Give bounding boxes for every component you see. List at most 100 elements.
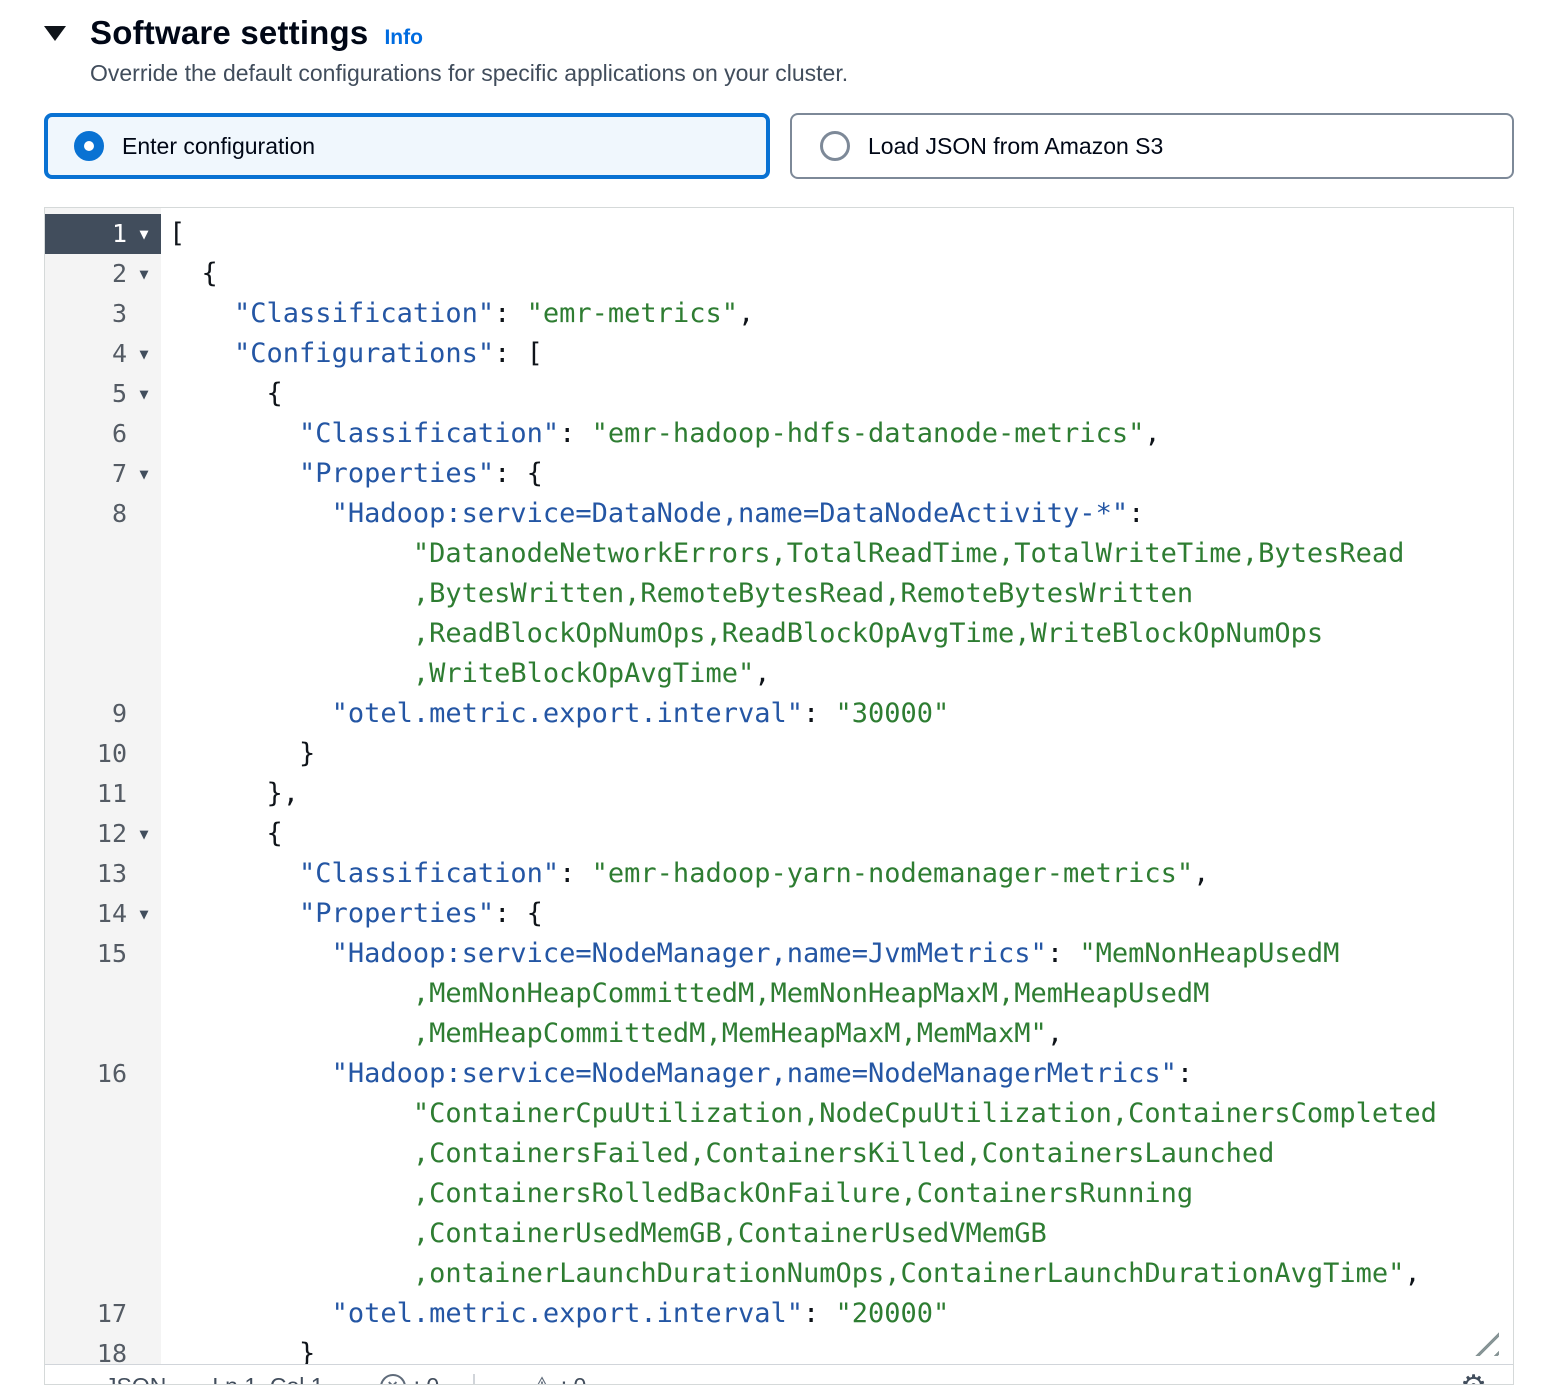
code-line[interactable]: "DatanodeNetworkErrors,TotalReadTime,Tot… <box>45 534 1513 574</box>
code-line[interactable]: 13 "Classification": "emr-hadoop-yarn-no… <box>45 854 1513 894</box>
code-text[interactable]: "Classification": "emr-metrics", <box>234 298 755 329</box>
statusbar-divider <box>473 1373 476 1384</box>
radio-unchecked-icon[interactable] <box>820 131 850 161</box>
gutter-cell: 11 <box>45 774 161 814</box>
fold-arrow-icon[interactable]: ▼ <box>139 225 149 243</box>
tile-enter-configuration[interactable]: Enter configuration <box>44 113 770 179</box>
code-text[interactable]: { <box>169 378 283 409</box>
code-text[interactable]: ,ContainersFailed,ContainersKilled,Conta… <box>412 1138 1275 1169</box>
code-line[interactable]: ,ContainersFailed,ContainersKilled,Conta… <box>45 1134 1513 1174</box>
code-text[interactable]: "Properties": { <box>299 898 543 929</box>
code-line[interactable]: ,ContainersRolledBackOnFailure,Container… <box>45 1174 1513 1214</box>
code-line[interactable]: ,BytesWritten,RemoteBytesRead,RemoteByte… <box>45 574 1513 614</box>
fold-arrow-icon[interactable]: ▼ <box>139 265 149 283</box>
code-text[interactable]: ,MemHeapCommittedM,MemHeapMaxM,MemMaxM", <box>412 1018 1064 1049</box>
code-text[interactable]: "ContainerCpuUtilization,NodeCpuUtilizat… <box>412 1098 1437 1129</box>
code-line[interactable]: ,MemNonHeapCommittedM,MemNonHeapMaxM,Mem… <box>45 974 1513 1014</box>
code-line[interactable]: 7▼ "Properties": { <box>45 454 1513 494</box>
tile-load-json-s3[interactable]: Load JSON from Amazon S3 <box>790 113 1514 179</box>
code-text[interactable]: { <box>169 258 218 289</box>
code-text[interactable]: "otel.metric.export.interval": "30000" <box>331 698 950 729</box>
line-number: 6 <box>111 419 127 448</box>
line-number <box>45 614 127 654</box>
code-line[interactable]: 12▼ { <box>45 814 1513 854</box>
code-text[interactable]: } <box>169 738 316 769</box>
code-line[interactable]: 4▼ "Configurations": [ <box>45 334 1513 374</box>
radio-checked-icon[interactable] <box>74 131 104 161</box>
gutter-cell: 7▼ <box>45 454 161 494</box>
fold-arrow-icon <box>127 1134 161 1174</box>
fold-arrow-icon <box>127 1174 161 1214</box>
gutter-cell <box>45 614 161 654</box>
fold-arrow-icon <box>127 1014 161 1054</box>
line-number: 11 <box>96 779 127 808</box>
fold-arrow-icon <box>127 494 161 534</box>
fold-arrow-icon[interactable]: ▼ <box>139 465 149 483</box>
gutter-cell: 2▼ <box>45 254 161 294</box>
editor-statusbar: JSON Ln 1, Col 1 ✕ : 0 ⚠ : 0 ⚙ <box>45 1364 1513 1384</box>
fold-arrow-icon[interactable]: ▼ <box>139 345 149 363</box>
code-line[interactable]: 17 "otel.metric.export.interval": "20000… <box>45 1294 1513 1334</box>
code-line[interactable]: "ContainerCpuUtilization,NodeCpuUtilizat… <box>45 1094 1513 1134</box>
code-line[interactable]: ,ontainerLaunchDurationNumOps,ContainerL… <box>45 1254 1513 1294</box>
line-number <box>45 974 127 1014</box>
code-line[interactable]: 14▼ "Properties": { <box>45 894 1513 934</box>
code-text[interactable]: ,ContainerUsedMemGB,ContainerUsedVMemGB <box>412 1218 1047 1249</box>
code-text[interactable]: "Hadoop:service=NodeManager,name=JvmMetr… <box>331 938 1340 969</box>
info-link[interactable]: Info <box>384 26 423 49</box>
line-number: 15 <box>96 939 127 968</box>
code-line[interactable]: ,ReadBlockOpNumOps,ReadBlockOpAvgTime,Wr… <box>45 614 1513 654</box>
settings-gear-icon[interactable]: ⚙ <box>1460 1369 1487 1384</box>
json-code-editor[interactable]: 1▼[2▼ {3 "Classification": "emr-metrics"… <box>44 207 1514 1385</box>
gutter-cell: 6 <box>45 414 161 454</box>
code-text[interactable]: "DatanodeNetworkErrors,TotalReadTime,Tot… <box>412 538 1405 569</box>
line-number <box>45 1014 127 1054</box>
code-text[interactable]: [ <box>169 218 186 249</box>
code-text[interactable]: ,MemNonHeapCommittedM,MemNonHeapMaxM,Mem… <box>412 978 1210 1009</box>
line-number: 8 <box>111 499 127 528</box>
code-line[interactable]: 11 }, <box>45 774 1513 814</box>
code-text[interactable]: ,ontainerLaunchDurationNumOps,ContainerL… <box>412 1258 1421 1289</box>
error-icon: ✕ <box>379 1373 406 1384</box>
code-line[interactable]: 2▼ { <box>45 254 1513 294</box>
code-line[interactable]: 3 "Classification": "emr-metrics", <box>45 294 1513 334</box>
fold-arrow-icon <box>127 1094 161 1134</box>
code-line[interactable]: 15 "Hadoop:service=NodeManager,name=JvmM… <box>45 934 1513 974</box>
code-line[interactable]: ,MemHeapCommittedM,MemHeapMaxM,MemMaxM", <box>45 1014 1513 1054</box>
fold-arrow-icon <box>127 614 161 654</box>
code-text[interactable]: ,WriteBlockOpAvgTime", <box>412 658 771 689</box>
line-number: 2 <box>111 259 127 288</box>
code-line[interactable]: 6 "Classification": "emr-hadoop-hdfs-dat… <box>45 414 1513 454</box>
code-line[interactable]: 9 "otel.metric.export.interval": "30000" <box>45 694 1513 734</box>
code-text[interactable]: } <box>169 1338 316 1369</box>
section-description: Override the default configurations for … <box>90 60 849 86</box>
code-line[interactable]: 10 } <box>45 734 1513 774</box>
code-text[interactable]: "Hadoop:service=NodeManager,name=NodeMan… <box>331 1058 1194 1089</box>
gutter-cell <box>45 534 161 574</box>
code-text[interactable]: "Properties": { <box>299 458 543 489</box>
fold-arrow-icon[interactable]: ▼ <box>139 825 149 843</box>
code-text[interactable]: "Configurations": [ <box>234 338 543 369</box>
code-text[interactable]: }, <box>169 778 300 809</box>
code-text[interactable]: ,ReadBlockOpNumOps,ReadBlockOpAvgTime,Wr… <box>412 618 1324 649</box>
code-text[interactable]: ,BytesWritten,RemoteBytesRead,RemoteByte… <box>412 578 1194 609</box>
code-line[interactable]: 1▼[ <box>45 214 1513 254</box>
code-text[interactable]: { <box>169 818 283 849</box>
code-text[interactable]: "otel.metric.export.interval": "20000" <box>331 1298 950 1329</box>
code-line[interactable]: ,ContainerUsedMemGB,ContainerUsedVMemGB <box>45 1214 1513 1254</box>
code-text[interactable]: "Classification": "emr-hadoop-yarn-nodem… <box>299 858 1210 889</box>
line-number: 5 <box>111 379 127 408</box>
code-text[interactable]: ,ContainersRolledBackOnFailure,Container… <box>412 1178 1194 1209</box>
code-line[interactable]: ,WriteBlockOpAvgTime", <box>45 654 1513 694</box>
fold-arrow-icon[interactable]: ▼ <box>139 905 149 923</box>
gutter-cell: 13 <box>45 854 161 894</box>
code-line[interactable]: 5 ▼ { <box>45 374 1513 414</box>
section-collapse-caret-icon[interactable] <box>44 26 66 41</box>
fold-arrow-icon <box>127 654 161 694</box>
code-rows[interactable]: 1▼[2▼ {3 "Classification": "emr-metrics"… <box>45 214 1513 1374</box>
fold-arrow-icon[interactable]: ▼ <box>139 385 149 403</box>
code-line[interactable]: 8 "Hadoop:service=DataNode,name=DataNode… <box>45 494 1513 534</box>
code-text[interactable]: "Classification": "emr-hadoop-hdfs-datan… <box>299 418 1161 449</box>
code-text[interactable]: "Hadoop:service=DataNode,name=DataNodeAc… <box>331 498 1145 529</box>
code-line[interactable]: 16 "Hadoop:service=NodeManager,name=Node… <box>45 1054 1513 1094</box>
